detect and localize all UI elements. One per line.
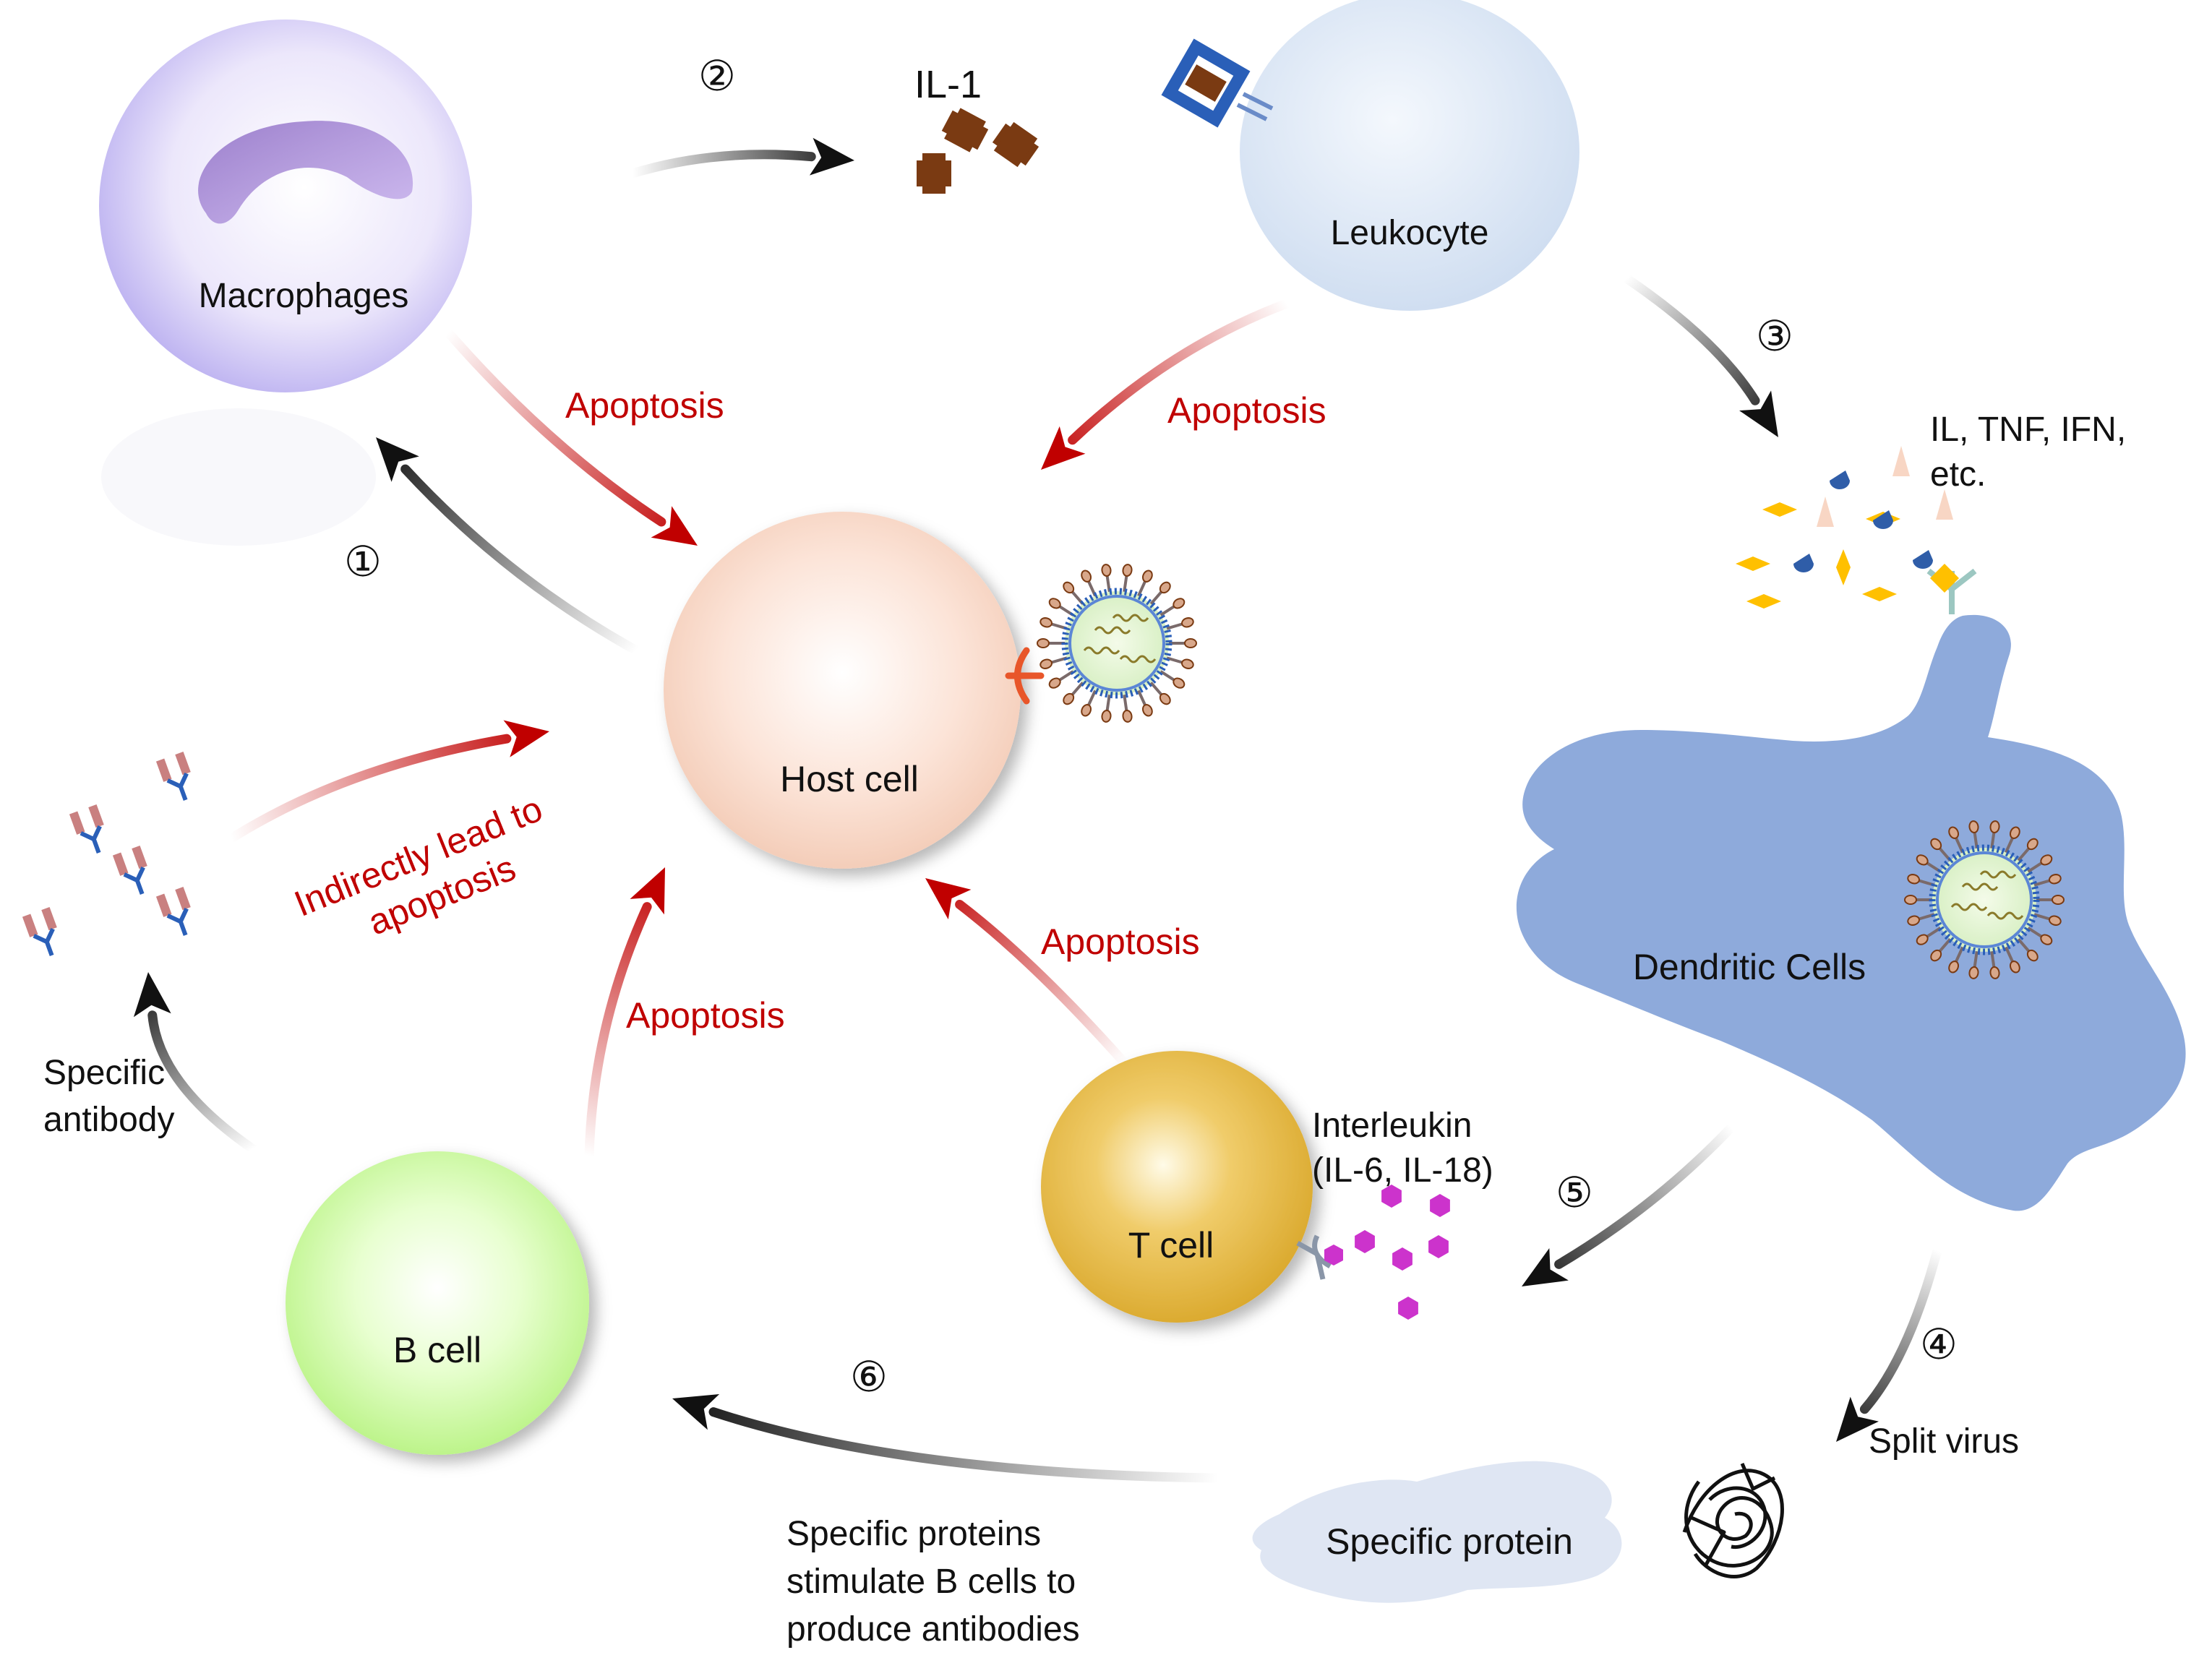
step-6-marker: ⑥ (850, 1352, 888, 1401)
b-cell-label: B cell (393, 1330, 481, 1370)
arrow-apoptosis-leukocyte (1041, 298, 1292, 470)
macrophage-cell (99, 20, 472, 546)
step-2-marker: ② (698, 51, 736, 100)
cytokine-icon (1793, 554, 1814, 572)
host-receptor-icon (1005, 647, 1045, 705)
antibody-icon (112, 845, 147, 895)
arrow-step-2 (627, 137, 854, 179)
cytokine-icon (1762, 502, 1797, 517)
arrow-apoptosis-macrophage (443, 327, 698, 546)
il1-label: IL-1 (914, 63, 982, 106)
arrow-step-1 (376, 437, 641, 656)
apoptosis-bcell-label: Apoptosis (626, 995, 785, 1036)
antibody-icon (22, 906, 57, 956)
antibody-icon (155, 886, 191, 936)
specific-antibody-label-line2: antibody (43, 1101, 174, 1139)
macrophage-nucleus (198, 121, 413, 224)
arrow-step-4 (1836, 1245, 1942, 1442)
interleukin-icon (1430, 1194, 1450, 1217)
macrophage-reflection (101, 408, 376, 546)
cytokine-icon (1817, 497, 1834, 527)
cytokine-icon (1873, 510, 1893, 529)
cytokine-icon (1746, 594, 1781, 609)
cytokine-icon (1936, 489, 1953, 520)
t-cell (1041, 1051, 1313, 1323)
il1-receptor-icon (1161, 38, 1274, 128)
stimulate-label-line1: Specific proteins (786, 1515, 1041, 1553)
interleukin-icon (1381, 1185, 1402, 1208)
cytokines-group (1736, 446, 1977, 614)
t-cell-label: T cell (1128, 1225, 1214, 1265)
specific-protein-blob (1252, 1461, 1622, 1603)
interleukin-label-line2: (IL-6, IL-18) (1312, 1151, 1493, 1190)
interleukin-molecules (1355, 1185, 1450, 1320)
specific-protein-label: Specific protein (1326, 1521, 1573, 1562)
interleukin-icon (1398, 1297, 1418, 1320)
apoptosis-leukocyte-label: Apoptosis (1167, 390, 1326, 431)
cytokine-icon (1930, 564, 1959, 593)
arrow-specific-antibody (133, 972, 258, 1154)
arrow-indirect-apoptosis (226, 720, 549, 843)
leukocyte-label: Leukocyte (1331, 214, 1489, 252)
interleukin-icon (1428, 1235, 1449, 1258)
leukocyte-cell (1240, 0, 1579, 311)
stimulate-label-line2: stimulate B cells to (786, 1563, 1076, 1601)
virus-in-dendritic-icon (1904, 820, 2065, 979)
arrows-group (133, 137, 1942, 1483)
cytokine-icon (1913, 550, 1933, 569)
step-3-marker: ③ (1756, 311, 1793, 361)
cytokines-label-line1: IL, TNF, IFN, (1930, 411, 2126, 449)
host-cell-label: Host cell (780, 759, 919, 799)
apoptosis-macrophage-label: Apoptosis (565, 385, 724, 426)
specific-antibody-label-line1: Specific (43, 1054, 165, 1092)
step-5-marker: ⑤ (1556, 1168, 1593, 1217)
interleukin-icon (1392, 1247, 1412, 1271)
stimulate-label-line3: produce antibodies (786, 1610, 1080, 1649)
apoptosis-tcell-label: Apoptosis (1041, 921, 1200, 962)
il1-molecules (917, 108, 1039, 194)
t-cell-receptor-icon (1296, 1234, 1343, 1280)
interleukin-icon (1355, 1230, 1375, 1253)
virus-icon (1037, 564, 1197, 723)
antibody-icon (69, 804, 104, 854)
arrow-apoptosis-tcell (925, 878, 1129, 1067)
cytokine-icon (1836, 549, 1851, 585)
host-cell (664, 512, 1021, 869)
cytokine-icon (1736, 557, 1770, 571)
split-virus-icon (1682, 1463, 1784, 1578)
dendritic-cell (1516, 614, 2186, 1211)
split-virus-label: Split virus (1869, 1422, 2019, 1461)
b-cell (286, 1151, 589, 1455)
dendritic-cells-label: Dendritic Cells (1633, 947, 1866, 987)
arrow-step-3 (1621, 273, 1778, 437)
interleukin-label-line1: Interleukin (1312, 1106, 1472, 1145)
cytokine-icon (1862, 587, 1897, 601)
arrow-apoptosis-bcell (584, 867, 665, 1161)
cytokine-icon (1830, 470, 1850, 489)
cytokine-icon (1892, 446, 1910, 476)
antibody-icon (155, 751, 191, 801)
antibodies-group (22, 751, 191, 956)
arrow-step-5 (1522, 1122, 1736, 1286)
arrow-step-6 (672, 1394, 1223, 1483)
step-1-marker: ① (344, 537, 382, 586)
macrophages-label: Macrophages (199, 277, 409, 315)
step-4-marker: ④ (1920, 1320, 1958, 1369)
cytokines-label-line2: etc. (1930, 455, 1986, 494)
